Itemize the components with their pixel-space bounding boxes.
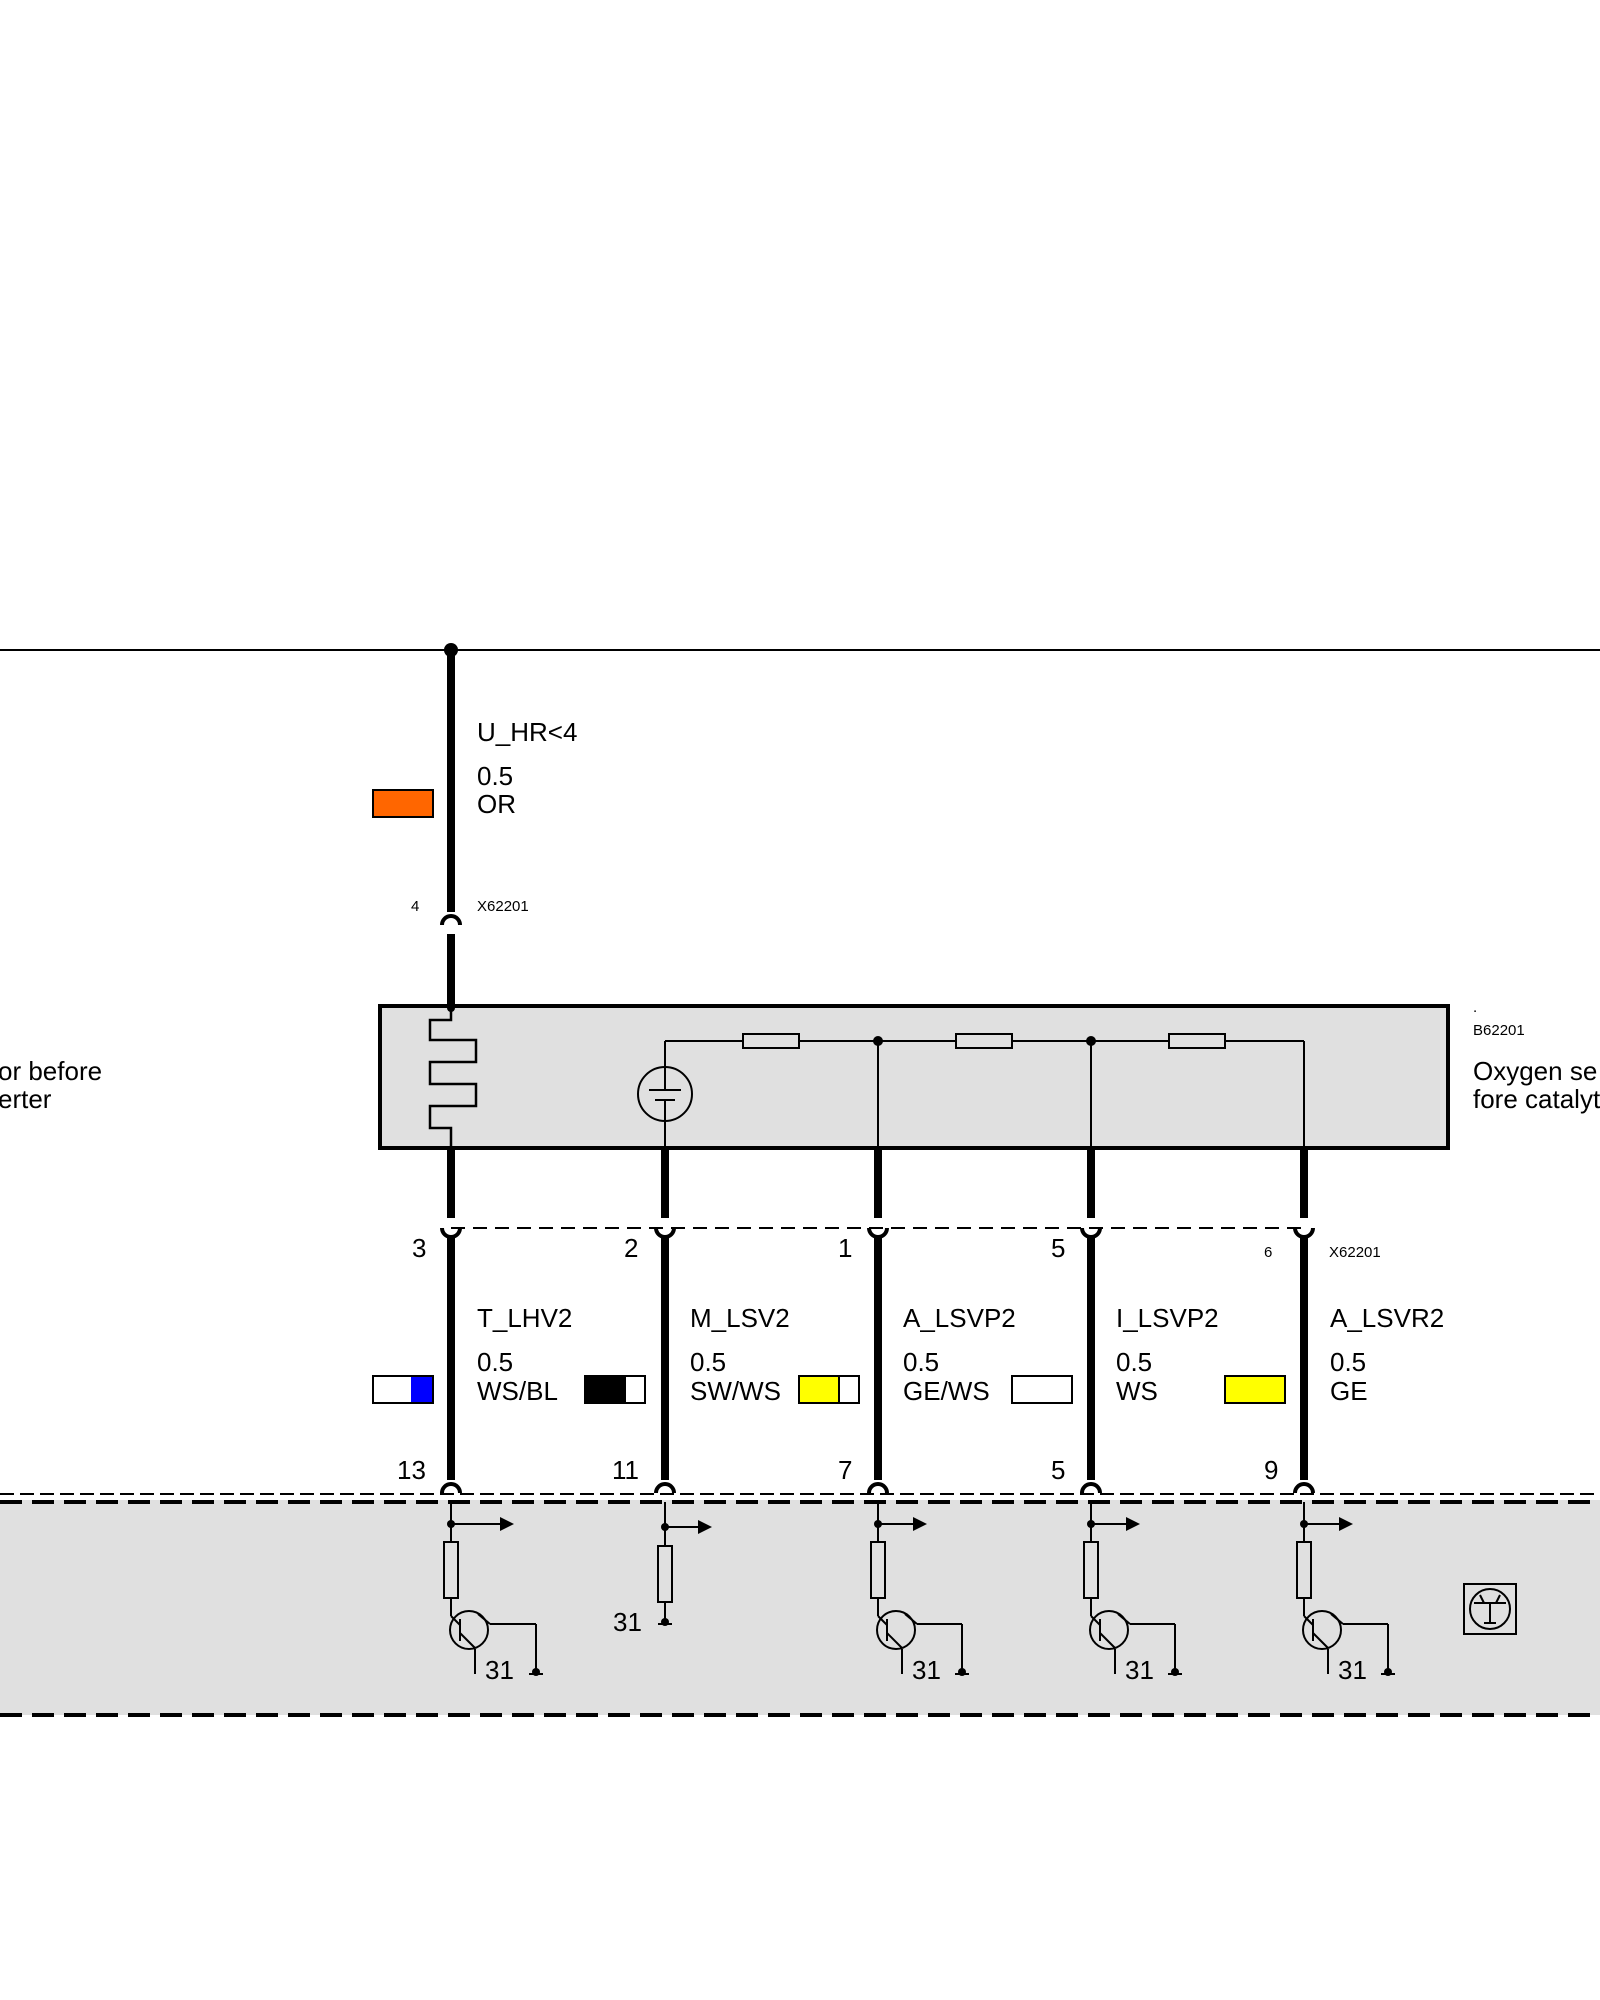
top-wire-color-code: OR [477, 789, 516, 819]
wire-size: 0.5 [1330, 1347, 1366, 1377]
nernst-cell-symbol [637, 1040, 743, 1148]
internal-pulldown-circuit [657, 1502, 698, 1625]
ground-dot [661, 1618, 669, 1626]
junction-dot [874, 1520, 882, 1528]
wire-size: 0.5 [477, 1347, 513, 1377]
heater-top-dot [447, 1004, 455, 1012]
arrow-icon [500, 1517, 514, 1531]
internal-resistor-network [742, 1033, 1305, 1148]
internal-driver-circuit [1296, 1502, 1389, 1674]
top-wire-size: 0.5 [477, 761, 513, 791]
sensor-name-right-2: fore catalyt [1473, 1084, 1600, 1114]
sensor-id: B62201 [1473, 1022, 1525, 1039]
wire-size: 0.5 [1116, 1347, 1152, 1377]
wire-color-code: SW/WS [690, 1376, 781, 1406]
wire-color-code: GE [1330, 1376, 1368, 1406]
bottom-connector-id: X62201 [1329, 1244, 1381, 1261]
arrow-icon [1339, 1517, 1353, 1531]
control-unit-icon [1463, 1583, 1517, 1635]
wire-color-code: WS/BL [477, 1376, 558, 1406]
heater-element [428, 1008, 478, 1148]
wire-color-swatch [584, 1375, 646, 1404]
sensor-name-right-1: Oxygen se [1473, 1056, 1597, 1086]
wire-signal: T_LHV2 [477, 1303, 572, 1333]
junction-dot [1300, 1520, 1308, 1528]
wire-t-lhv2 [440, 1148, 462, 1494]
wire-color-code: WS [1116, 1376, 1158, 1406]
ground-label: 31 [613, 1607, 642, 1637]
top-wire [440, 650, 462, 1008]
wire-bottom-pin: 13 [397, 1455, 426, 1485]
top-connector-id: X62201 [477, 898, 529, 915]
internal-driver-circuit [870, 1502, 963, 1674]
oxygen-sensor-box [378, 1004, 1450, 1150]
arrow-icon [1126, 1517, 1140, 1531]
wire-top-pin: 1 [838, 1233, 852, 1263]
wire-top-pin: 2 [624, 1233, 638, 1263]
wire-a-lsvr2 [1293, 1148, 1315, 1494]
wire-signal: I_LSVP2 [1116, 1303, 1219, 1333]
wire-top-pin: 3 [412, 1233, 426, 1263]
wire-a-lsvp2 [867, 1148, 889, 1494]
arrow-icon [698, 1520, 712, 1534]
wire-signal: M_LSV2 [690, 1303, 790, 1333]
network-node-2 [1086, 1036, 1096, 1046]
sensor-name-left-1: or before [0, 1056, 102, 1086]
wire-color-swatch [1011, 1375, 1073, 1404]
wire-top-pin: 6 [1264, 1244, 1272, 1261]
ground-label: 31 [912, 1655, 941, 1685]
junction-dot [661, 1523, 669, 1531]
control-unit-box [0, 1493, 1600, 1717]
ground-label: 31 [485, 1655, 514, 1685]
arrow-icon [913, 1517, 927, 1531]
wire-i-lsvp2 [1080, 1148, 1102, 1494]
top-wire-signal: U_HR<4 [477, 717, 577, 747]
wire-size: 0.5 [690, 1347, 726, 1377]
wire-size: 0.5 [903, 1347, 939, 1377]
ground-label: 31 [1338, 1655, 1367, 1685]
wire-top-pin: 5 [1051, 1233, 1065, 1263]
wire-color-swatch [372, 1375, 434, 1404]
top-wire-color-swatch [372, 789, 434, 818]
wire-color-code: GE/WS [903, 1376, 990, 1406]
wire-color-swatch [1224, 1375, 1286, 1404]
network-node-1 [873, 1036, 883, 1046]
wire-signal: A_LSVR2 [1330, 1303, 1444, 1333]
ground-label: 31 [1125, 1655, 1154, 1685]
wire-m-lsv2 [654, 1148, 676, 1494]
junction-dot [1087, 1520, 1095, 1528]
sensor-name-left-2: erter [0, 1084, 52, 1114]
wire-bottom-pin: 9 [1264, 1455, 1278, 1485]
top-connector-pin: 4 [411, 898, 419, 915]
wire-signal: A_LSVP2 [903, 1303, 1016, 1333]
wire-bottom-pin: 7 [838, 1455, 852, 1485]
wire-color-swatch [798, 1375, 860, 1404]
junction-dot [447, 1520, 455, 1528]
wire-bottom-pin: 11 [612, 1455, 639, 1485]
sensor-dot: . [1473, 999, 1477, 1016]
wire-bottom-pin: 5 [1051, 1455, 1065, 1485]
